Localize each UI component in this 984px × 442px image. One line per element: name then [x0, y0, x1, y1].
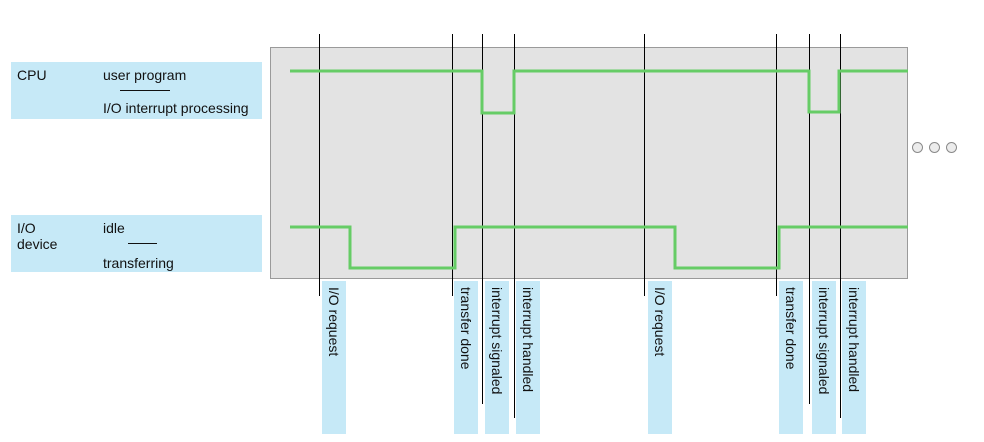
event-label-interrupt-handled-2: interrupt handled — [842, 281, 866, 434]
device-label-line1: I/O — [17, 220, 36, 236]
event-line-io-request-2 — [644, 34, 645, 296]
event-line-interrupt-signaled-2 — [809, 34, 810, 404]
event-label-text: interrupt handled — [846, 287, 862, 393]
device-label-line2: device — [17, 236, 58, 252]
event-label-transfer-done-2: transfer done — [779, 281, 803, 434]
event-label-text: I/O request — [326, 287, 342, 357]
device-legend-divider — [128, 243, 157, 244]
ellipsis-dot — [946, 142, 957, 153]
event-label-interrupt-signaled-1: interrupt signaled — [485, 281, 509, 434]
event-label-interrupt-handled-1: interrupt handled — [516, 281, 540, 434]
event-line-io-request-1 — [319, 34, 320, 296]
event-label-interrupt-signaled-2: interrupt signaled — [812, 281, 836, 434]
device-state-low-label: transferring — [103, 255, 174, 271]
cpu-label: CPU — [17, 67, 47, 83]
event-line-transfer-done-1 — [452, 34, 453, 296]
cpu-state-high-label: user program — [103, 67, 187, 83]
event-label-io-request-1: I/O request — [322, 281, 346, 434]
event-line-transfer-done-2 — [776, 34, 777, 296]
cpu-state-low-label: I/O interrupt processing — [103, 100, 249, 116]
device-signal-trace — [290, 225, 908, 270]
event-label-text: interrupt signaled — [489, 287, 505, 395]
device-legend: I/O device idle transferring — [11, 215, 262, 272]
event-label-text: transfer done — [783, 287, 799, 370]
device-state-high-label: idle — [103, 220, 125, 236]
event-label-text: interrupt handled — [520, 287, 536, 393]
event-line-interrupt-signaled-1 — [482, 34, 483, 404]
timeline-panel — [270, 47, 908, 279]
cpu-legend-divider — [120, 90, 170, 91]
ellipsis-dot — [929, 142, 940, 153]
event-label-text: transfer done — [458, 287, 474, 370]
cpu-signal-trace — [290, 69, 908, 115]
event-label-transfer-done-1: transfer done — [454, 281, 478, 434]
ellipsis-dot — [912, 142, 923, 153]
cpu-legend: CPU user program I/O interrupt processin… — [11, 62, 262, 119]
event-label-text: interrupt signaled — [816, 287, 832, 395]
event-label-io-request-2: I/O request — [648, 281, 672, 434]
more-ellipsis-icon — [912, 142, 957, 153]
event-label-text: I/O request — [652, 287, 668, 357]
